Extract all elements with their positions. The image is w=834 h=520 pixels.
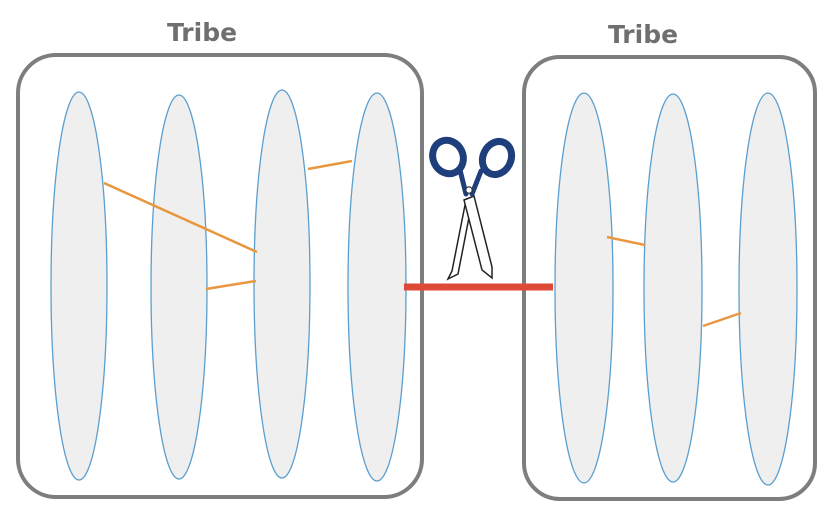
tribe-frame-left <box>16 53 424 499</box>
team-link <box>205 279 257 291</box>
team-ellipse <box>347 92 407 482</box>
scissors-pivot <box>465 186 473 194</box>
tribe-title-right: Tribe <box>608 20 679 49</box>
team-ellipse <box>50 91 108 481</box>
team-link <box>606 235 646 247</box>
team-ellipse <box>738 92 798 486</box>
team-ellipse <box>150 94 208 480</box>
scissors-icon <box>429 136 516 281</box>
team-ellipse <box>253 89 311 479</box>
team-link <box>307 159 353 171</box>
tribe-title-left: Tribe <box>167 18 238 47</box>
tribe-frame-right <box>522 55 817 501</box>
scissors-arm-left <box>457 167 469 197</box>
scissors-handle-right <box>478 137 516 179</box>
scissors-arm-right <box>469 168 484 197</box>
team-ellipse <box>643 93 703 483</box>
scissors-handle-left <box>429 136 467 178</box>
team-ellipse <box>554 92 614 484</box>
scissors-blade-right <box>463 194 493 280</box>
team-link <box>103 181 258 254</box>
team-link <box>702 311 742 328</box>
